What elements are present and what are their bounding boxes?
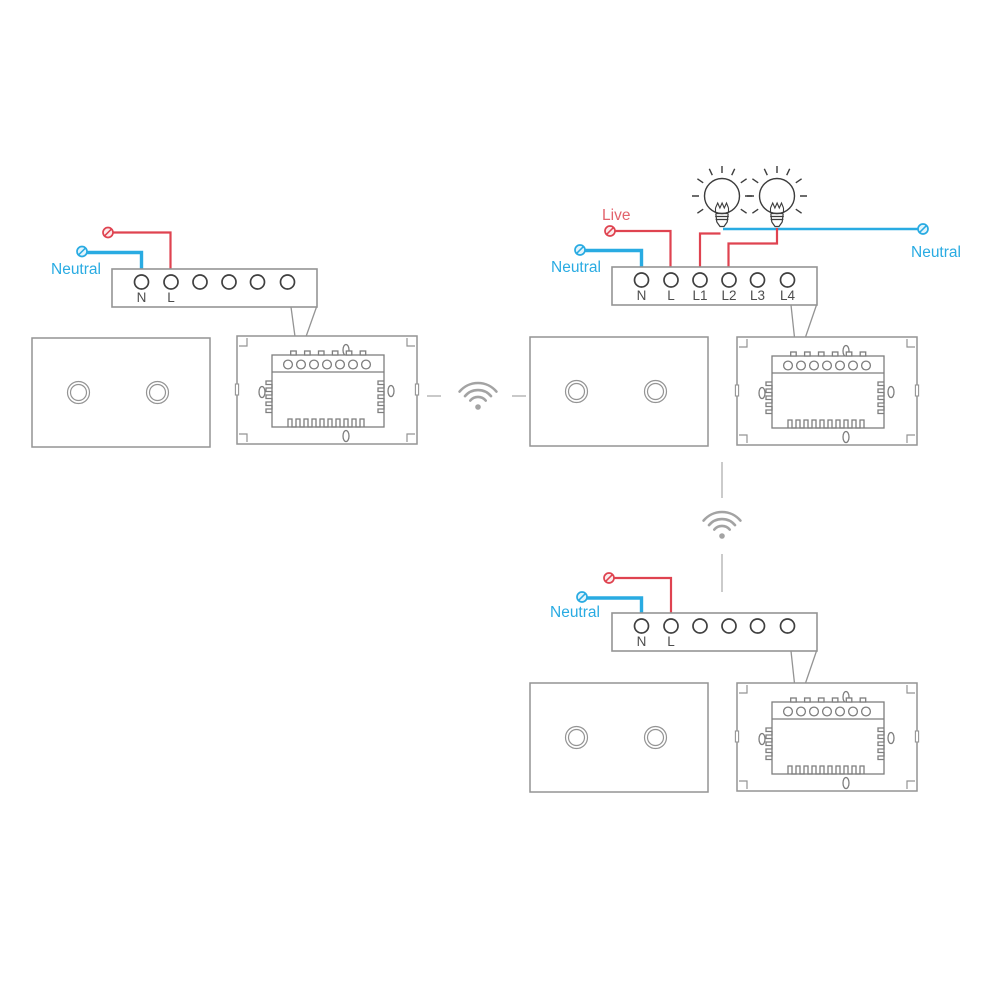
neutral-screw-terminal-icon — [917, 223, 929, 235]
terminal-l — [663, 272, 679, 288]
live-screw-terminal-icon — [102, 226, 114, 239]
wifi-icon — [702, 510, 742, 541]
terminal-block: N L — [111, 268, 318, 308]
live-screw-terminal-icon — [603, 572, 615, 584]
l2-wire — [727, 228, 779, 272]
neutral-wire — [587, 596, 644, 619]
terminal-n — [133, 274, 150, 290]
back-panel — [234, 335, 420, 445]
terminal-label-n: N — [637, 634, 647, 649]
assembly-bottom: Neutral N L — [529, 572, 920, 793]
terminal-label-l2: L2 — [721, 288, 736, 303]
neutral-wire — [585, 248, 644, 272]
terminal-unused — [692, 618, 708, 634]
live-screw-terminal-icon — [604, 225, 616, 237]
neutral-wire — [87, 250, 144, 274]
live-wire — [614, 576, 673, 619]
neutral-screw-terminal-icon — [76, 245, 88, 258]
terminal-l1 — [692, 272, 708, 288]
l1-wire — [698, 232, 721, 272]
live-wire — [113, 231, 172, 274]
terminal-block: N L — [611, 612, 818, 652]
wifi-link-horizontal — [427, 381, 526, 412]
terminal-label-l: L — [667, 634, 675, 649]
assembly-top-right: Live Neutral Neutral N L L1 L2 L3 L4 — [529, 165, 961, 447]
terminal-label-l: L — [667, 288, 675, 303]
front-panel — [529, 336, 709, 447]
front-panel — [529, 682, 709, 793]
light-bulb-icon — [691, 165, 753, 228]
neutral-wire-label: Neutral — [551, 259, 601, 276]
terminal-unused — [221, 274, 237, 290]
terminal-unused — [249, 274, 266, 290]
bulb-neutral-label: Neutral — [911, 244, 961, 261]
back-panel — [734, 682, 920, 792]
neutral-screw-terminal-icon — [576, 591, 588, 603]
back-panel — [734, 336, 920, 446]
terminal-label-l1: L1 — [692, 288, 707, 303]
terminal-n — [633, 272, 650, 288]
terminal-l4 — [779, 272, 796, 288]
terminal-n — [633, 618, 650, 634]
terminal-l — [163, 274, 179, 290]
light-bulb-icon — [746, 165, 808, 228]
terminal-l — [663, 618, 679, 634]
terminal-unused — [749, 618, 766, 634]
wifi-link-vertical — [702, 462, 742, 592]
assembly-top-left: Neutral N L — [31, 226, 420, 448]
terminal-unused — [192, 274, 208, 290]
neutral-wire-label: Neutral — [51, 261, 101, 278]
wifi-icon — [458, 381, 498, 412]
terminal-label-l4: L4 — [780, 288, 796, 303]
terminal-unused — [721, 618, 737, 634]
terminal-label-l: L — [167, 290, 175, 305]
terminal-label-n: N — [137, 290, 147, 305]
terminal-unused — [779, 618, 796, 634]
front-panel — [31, 337, 211, 448]
terminal-l3 — [749, 272, 766, 288]
live-wire-label: Live — [602, 207, 630, 224]
terminal-unused — [279, 274, 296, 290]
neutral-wire-label: Neutral — [550, 604, 600, 621]
terminal-label-n: N — [637, 288, 647, 303]
terminal-l2 — [721, 272, 737, 288]
terminal-label-l3: L3 — [750, 288, 765, 303]
terminal-block: N L L1 L2 L3 L4 — [611, 266, 818, 306]
live-wire — [615, 229, 672, 272]
neutral-screw-terminal-icon — [574, 244, 586, 256]
